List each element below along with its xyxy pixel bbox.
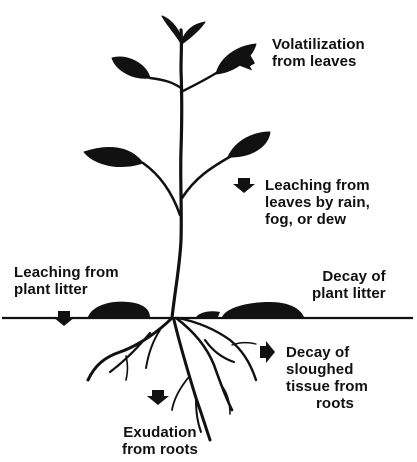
bold-arrow-icon (53, 311, 75, 326)
plant-litter-right (222, 302, 304, 317)
bold-arrow-icon (260, 341, 275, 363)
leaf-lower-left (84, 147, 143, 166)
label-exudation: Exudation from roots (106, 424, 214, 458)
label-line: Exudation (106, 424, 214, 441)
plant (84, 16, 270, 440)
label-line: fog, or dew (265, 211, 370, 228)
plant-litter-left (88, 302, 150, 317)
label-line: sloughed (286, 361, 368, 378)
label-line: tissue from (286, 378, 368, 395)
label-line: Leaching from (265, 177, 370, 194)
label-line: plant litter (312, 285, 386, 302)
label-decay-litter: Decay of plant litter (312, 268, 386, 302)
bold-arrow-icon (147, 390, 169, 405)
label-leaching-leaves: Leaching from leaves by rain, fog, or de… (265, 177, 370, 228)
label-line: Decay of (312, 268, 386, 285)
label-line: from leaves (272, 53, 365, 70)
label-line: roots (286, 395, 368, 412)
branch-upper-left (150, 78, 181, 88)
label-line: Leaching from (14, 264, 119, 281)
label-line: Decay of (286, 344, 368, 361)
leaf-upper-left (112, 57, 150, 78)
label-line: from roots (106, 441, 214, 458)
branch-right (182, 155, 233, 198)
leaf-lower-right (228, 132, 270, 157)
label-volatilization: Volatilization from leaves (272, 36, 365, 70)
plant-litter-small (196, 311, 220, 317)
label-line: Volatilization (272, 36, 365, 53)
branch-left (143, 163, 180, 215)
label-line: leaves by rain, (265, 194, 370, 211)
stem (172, 30, 182, 318)
label-decay-sloughed: Decay of sloughed tissue from roots (286, 344, 368, 412)
roots (88, 318, 256, 440)
leaf-tip-left (162, 16, 181, 42)
label-line: plant litter (14, 281, 119, 298)
branch-upper-right (181, 72, 218, 92)
bold-arrow-icon (233, 178, 255, 193)
label-leaching-litter: Leaching from plant litter (14, 264, 119, 298)
leaf-tip-right (182, 22, 205, 44)
